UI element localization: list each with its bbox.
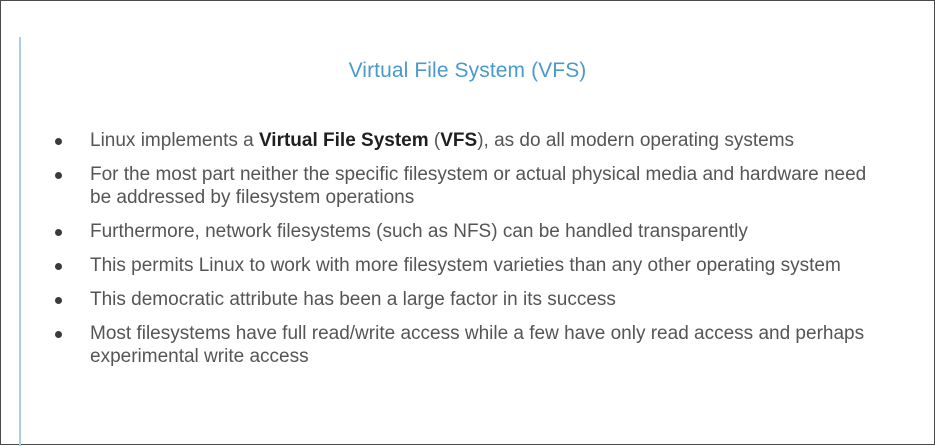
bullet-item: Linux implements a Virtual File System (… (53, 129, 873, 152)
bullet-text-pre: Linux implements a (90, 130, 259, 151)
bullet-text: For the most part neither the specific f… (90, 164, 867, 208)
bullet-item: This permits Linux to work with more fil… (53, 254, 873, 277)
bullet-text: This permits Linux to work with more fil… (90, 255, 841, 276)
bullet-text-emphasis: Virtual File System (258, 130, 429, 151)
bullet-text: Most filesystems have full read/write ac… (90, 323, 865, 367)
bullet-text: This democratic attribute has been a lar… (90, 289, 616, 310)
bullet-dot-icon (55, 297, 62, 304)
slide-title: Virtual File System (VFS) (348, 59, 587, 82)
bullet-text-emphasis-acronym: VFS (440, 130, 478, 151)
bullet-text-post: ), as do all modern operating systems (477, 130, 795, 151)
bullet-list: Linux implements a Virtual File System (… (53, 129, 873, 379)
bullet-dot-icon (55, 172, 62, 179)
bullet-text: Furthermore, network filesystems (such a… (90, 221, 748, 242)
left-accent-rule (19, 37, 21, 446)
bullet-item: Most filesystems have full read/write ac… (53, 322, 873, 368)
bullet-dot-icon (55, 263, 62, 270)
bullet-item: Furthermore, network filesystems (such a… (53, 220, 873, 243)
bullet-dot-icon (55, 138, 62, 145)
bullet-text-mid: ( (428, 130, 441, 151)
bullet-dot-icon (55, 229, 62, 236)
bullet-dot-icon (55, 331, 62, 338)
bullet-item: This democratic attribute has been a lar… (53, 288, 873, 311)
bullet-item: For the most part neither the specific f… (53, 163, 873, 209)
